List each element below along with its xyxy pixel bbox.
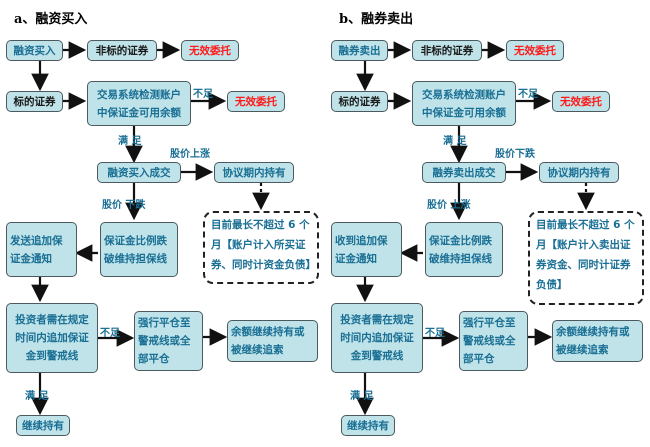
node-non-target: 非标的证券: [412, 40, 482, 61]
node-check-margin: 交易系统检测账户 中保证金可用余额: [412, 81, 516, 126]
node-start: 融资买入: [6, 40, 63, 61]
node-hold-period: 协议期内持有: [539, 162, 619, 183]
panel-title: b、融券卖出: [339, 12, 414, 27]
node-deal: 融券卖出成交: [422, 162, 506, 183]
node-notify: 发送追加保 证金通知: [6, 222, 77, 277]
node-investor-topup: 投资者需在规定 时间内追加保证 金到警戒线: [331, 303, 423, 373]
node-remaining-balance: 余额继续持有或 被继续追索: [227, 320, 318, 362]
node-invalid-order-2: 无效委托: [227, 91, 285, 112]
label-price-up: 股价上涨: [170, 149, 210, 160]
label-insufficient-1: 不足: [518, 89, 538, 100]
node-invalid-order-2: 无效委托: [552, 91, 610, 112]
label-insufficient-2: 不足: [100, 328, 120, 339]
label-price-down: 股价下跌: [495, 149, 535, 160]
node-deal: 融资买入成交: [97, 162, 181, 183]
node-notify: 收到追加保 证金通知: [331, 222, 402, 277]
label-sufficient-1: 满 足: [443, 136, 467, 147]
label-sufficient-2: 满 足: [350, 391, 374, 402]
label-price-down: 股价 下跌: [102, 200, 146, 211]
node-invalid-order-1: 无效委托: [181, 40, 239, 61]
node-ratio-breach: 保证金比例跌 破维持担保线: [100, 222, 178, 277]
node-check-margin: 交易系统检测账户 中保证金可用余额: [87, 81, 191, 126]
node-ratio-breach: 保证金比例跌 破维持担保线: [425, 222, 503, 277]
node-target: 标的证券: [331, 91, 388, 112]
node-continue-hold: 继续持有: [341, 415, 395, 436]
node-remaining-balance: 余额继续持有或 被继续追索: [552, 320, 643, 362]
note-duration: 目前最长不超过 6 个月【账户计入所买证券、同时计资金负债】: [203, 211, 319, 284]
panel-title: a、融资买入: [14, 12, 88, 27]
node-hold-period: 协议期内持有: [214, 162, 294, 183]
note-duration: 目前最长不超过 6 个月【账户计入卖出证券资金、同时计证券负债】: [528, 211, 644, 305]
node-force-close: 强行平仓至 警戒线或全 部平仓: [134, 311, 203, 371]
label-sufficient-2: 满 足: [25, 391, 49, 402]
panel-margin-buy: a、融资买入 融资买入 非标的证券 无效委托 标的证券 交易系统检测账户 中保证…: [6, 12, 319, 436]
node-force-close: 强行平仓至 警戒线或全 部平仓: [459, 311, 528, 371]
node-target: 标的证券: [6, 91, 63, 112]
node-investor-topup: 投资者需在规定 时间内追加保证 金到警戒线: [6, 303, 98, 373]
label-insufficient-1: 不足: [193, 89, 213, 100]
label-sufficient-1: 满 足: [118, 136, 142, 147]
node-start: 融券卖出: [331, 40, 388, 61]
node-invalid-order-1: 无效委托: [506, 40, 564, 61]
node-non-target: 非标的证券: [87, 40, 157, 61]
label-insufficient-2: 不足: [425, 328, 445, 339]
panel-short-sell: b、融券卖出 融券卖出 非标的证券 无效委托 标的证券 交易系统检测账户 中保证…: [325, 0, 650, 447]
label-price-up: 股价 上涨: [427, 200, 471, 211]
node-continue-hold: 继续持有: [16, 415, 70, 436]
